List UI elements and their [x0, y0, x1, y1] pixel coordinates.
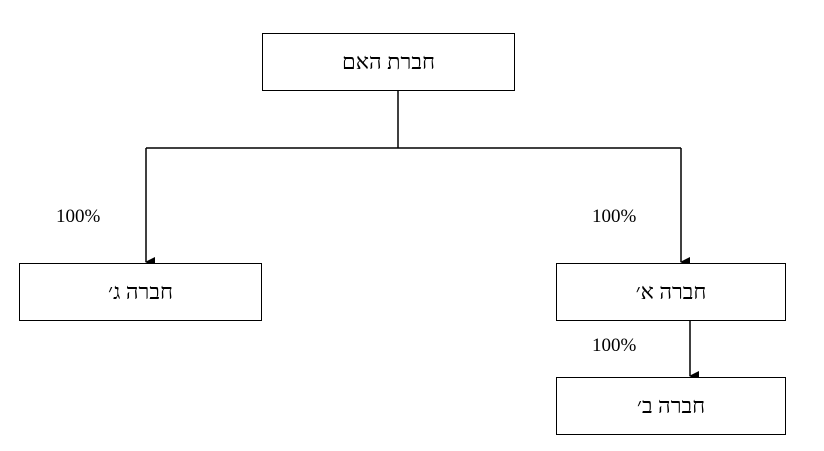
edge-label-parent-to-c: 100% [56, 206, 101, 227]
node-company-a: חברה א׳ [556, 263, 786, 321]
edge-label-a-to-b: 100% [592, 335, 637, 356]
node-company-c: חברה ג׳ [19, 263, 262, 321]
node-company-c-label: חברה ג׳ [108, 279, 173, 304]
node-company-b: חברה ב׳ [556, 377, 786, 435]
node-parent-company: חברת האם [262, 33, 515, 91]
edge-label-parent-to-a: 100% [592, 206, 637, 227]
node-company-a-label: חברה א׳ [635, 279, 707, 304]
node-parent-company-label: חברת האם [342, 49, 435, 74]
node-company-b-label: חברה ב׳ [636, 393, 706, 418]
